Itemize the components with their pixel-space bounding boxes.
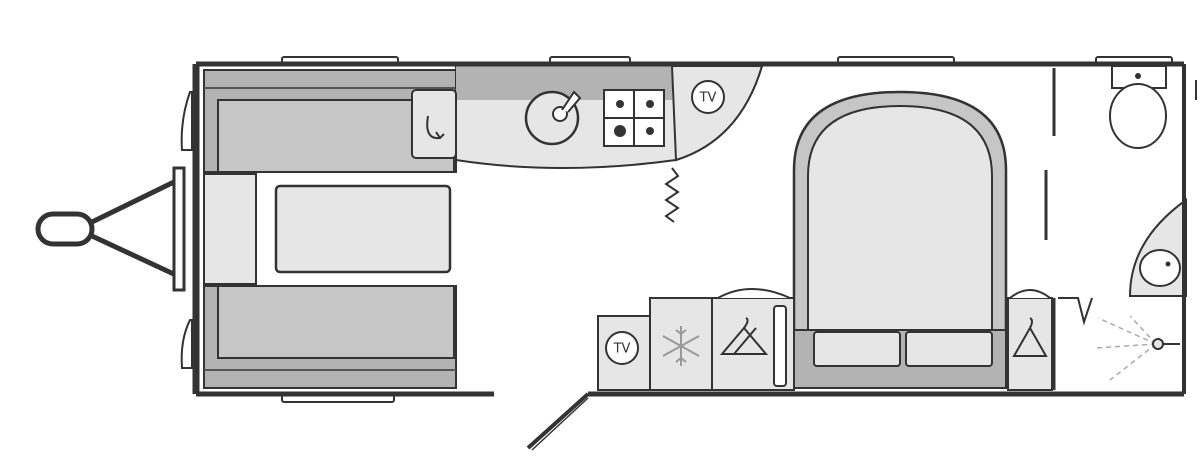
island-bed [792, 90, 1008, 389]
tow-hitch-icon [35, 166, 186, 292]
microwave-unit [411, 89, 457, 159]
washroom [1044, 65, 1187, 390]
radiator-icon [664, 167, 680, 223]
kitchen: TV [411, 65, 764, 169]
lounge-table [274, 184, 452, 274]
wardrobe-hanger-icon [719, 317, 769, 355]
toilet-icon [1109, 65, 1167, 149]
wardrobe-mirror [773, 305, 787, 387]
washbasin-icon [1128, 198, 1187, 297]
wardrobe-right [1007, 297, 1053, 391]
front-chest [203, 173, 257, 285]
tv-icon: TV [691, 80, 725, 114]
hob-icon [603, 89, 665, 147]
front-window-frames [180, 91, 193, 369]
fridge-icon [662, 326, 700, 366]
bedside-cushion-right [905, 331, 993, 367]
wardrobe-hanger-icon [1012, 317, 1048, 357]
outer-walls [192, 61, 1197, 397]
tv-icon: TV [605, 331, 639, 365]
tv-label-cabinet: TV [613, 342, 631, 357]
bedside-cushion-left [813, 331, 901, 367]
shower-icon [1058, 297, 1180, 381]
tv-label-kitchen: TV [699, 91, 717, 106]
sink-icon [524, 90, 582, 146]
bedroom-units: TV [597, 288, 1053, 391]
entrance-door [526, 392, 590, 451]
